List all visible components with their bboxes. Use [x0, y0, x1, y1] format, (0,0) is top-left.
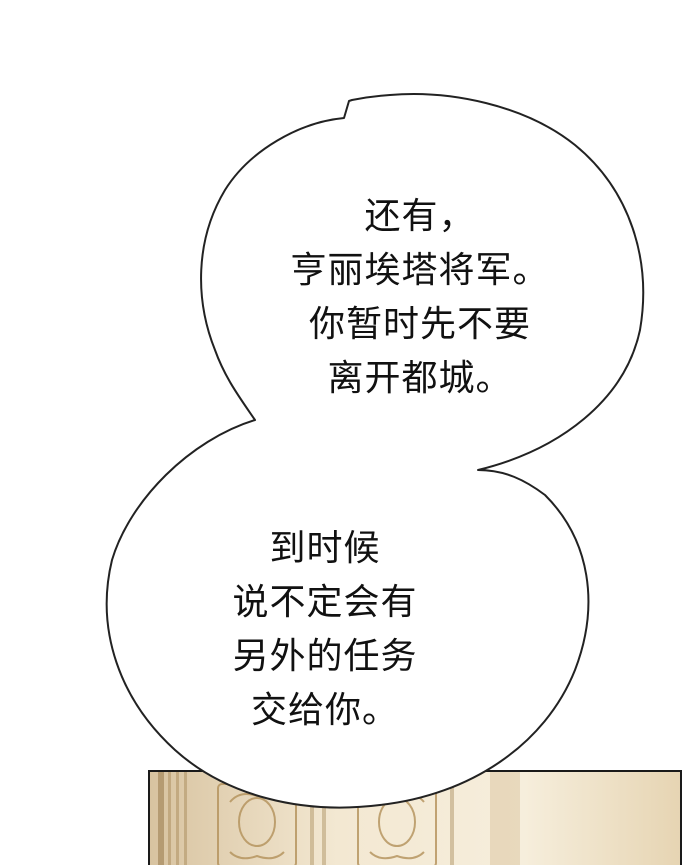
dialogue-line: 到时候: [269, 528, 381, 569]
dialogue-upper: 还有， 亨丽埃塔将军。 你暂时先不要 离开都城。: [250, 190, 590, 406]
dialogue-line: 亨丽埃塔将军。: [290, 250, 550, 291]
dialogue-line: 你暂时先不要: [308, 304, 531, 345]
dialogue-line: 说不定会有: [232, 582, 418, 623]
dialogue-line: 交给你。: [250, 690, 399, 731]
dialogue-line: 离开都城。: [327, 358, 513, 399]
dialogue-line: 还有，: [364, 196, 476, 237]
speech-bubble-outline: [105, 93, 645, 809]
dialogue-lower: 到时候 说不定会有 另外的任务 交给你。: [190, 522, 460, 738]
dialogue-line: 另外的任务: [232, 636, 418, 677]
